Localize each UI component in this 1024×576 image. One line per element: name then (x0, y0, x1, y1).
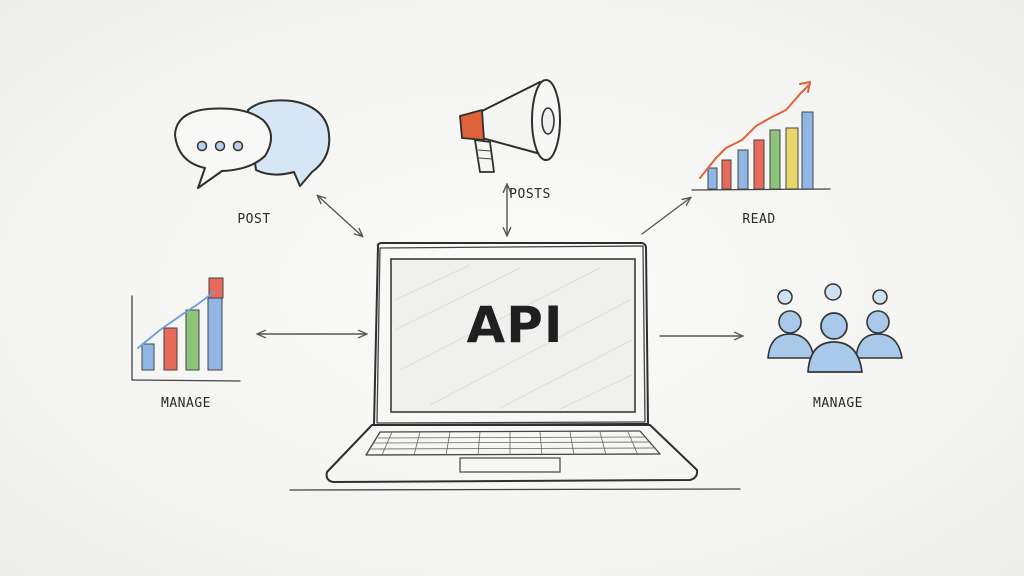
growth-chart-icon (691, 80, 831, 191)
label-manage-right: MANAGE (813, 396, 863, 411)
arrow-post (318, 196, 362, 236)
laptop-icon (289, 242, 741, 491)
connector-arrows (258, 185, 742, 336)
label-posts: POSTS (509, 187, 551, 202)
speech-bubbles-icon (174, 99, 331, 189)
api-screen-text: API (466, 296, 564, 354)
arrow-read (641, 198, 690, 235)
label-manage-left: MANAGE (161, 396, 211, 411)
megaphone-icon (459, 79, 561, 173)
users-group-icon (767, 283, 903, 373)
label-post: POST (237, 212, 271, 227)
bar-chart-icon (131, 277, 241, 382)
label-read: READ (742, 212, 776, 227)
